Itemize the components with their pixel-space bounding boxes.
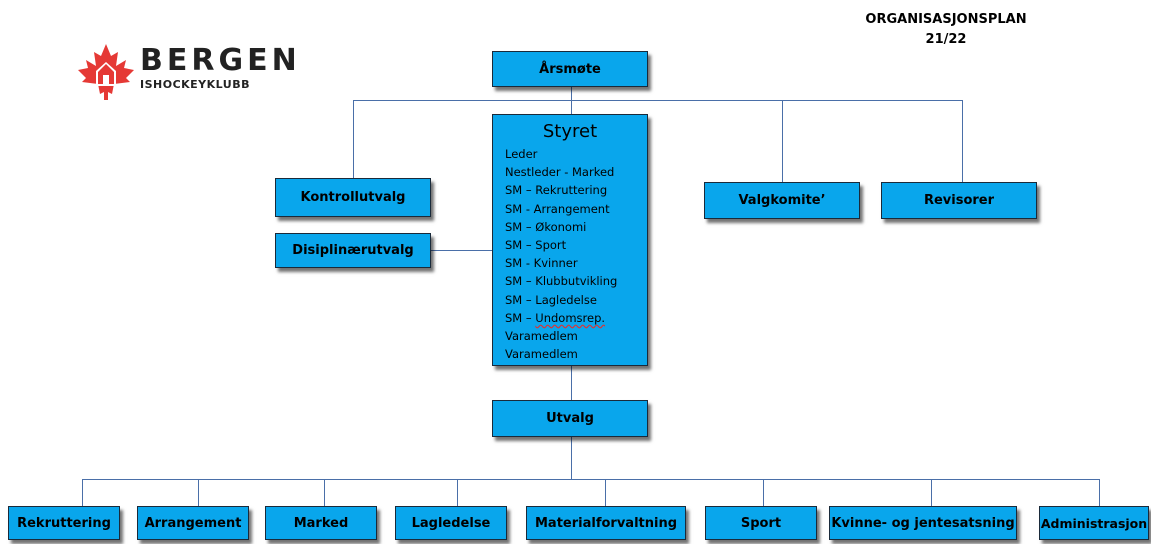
styret-member: SM – Klubbutvikling bbox=[505, 274, 618, 289]
connector-line bbox=[931, 479, 932, 506]
styret-member-prefix: SM – bbox=[505, 310, 536, 325]
disiplinaerutvalg-box: Disiplinærutvalg bbox=[275, 233, 431, 268]
connector-line bbox=[782, 100, 783, 182]
styret-member: SM – Lagledelse bbox=[505, 292, 597, 307]
valgkomite-box: Valgkomite’ bbox=[704, 182, 860, 219]
kontrollutvalg-box: Kontrollutvalg bbox=[275, 178, 431, 217]
club-logo bbox=[76, 42, 296, 102]
utvalg-item-administrasjon: Administrasjon bbox=[1039, 506, 1149, 540]
plan-season: 21/22 bbox=[925, 32, 967, 47]
connector-line bbox=[605, 479, 606, 506]
logo-subtitle: ISHOCKEYKLUBB bbox=[140, 78, 250, 91]
styret-member: SM – Økonomi bbox=[505, 219, 587, 234]
connector-line bbox=[571, 366, 572, 400]
utvalg-item-arrangement: Arrangement bbox=[137, 506, 249, 540]
utvalg-item-lagledelse: Lagledelse bbox=[395, 506, 507, 540]
styret-member: Nestleder - Marked bbox=[505, 165, 615, 180]
connector-line bbox=[1099, 479, 1100, 506]
connector-line bbox=[763, 479, 764, 506]
maple-leaf-icon bbox=[78, 44, 134, 100]
utvalg-box: Utvalg bbox=[492, 400, 648, 437]
arsmote-box: Årsmøte bbox=[492, 51, 648, 87]
styret-member-undomsrep: Undomsrep. bbox=[535, 310, 606, 325]
styret-member: SM – Undomsrep. bbox=[505, 309, 647, 327]
connector-line bbox=[353, 100, 963, 101]
connector-line bbox=[430, 250, 492, 251]
plan-title-text: ORGANISASJONSPLAN bbox=[865, 12, 1027, 27]
styret-box: Styret Leder Nestleder - Marked SM – Rek… bbox=[492, 114, 648, 366]
utvalg-item-sport: Sport bbox=[705, 506, 817, 540]
utvalg-item-rekruttering: Rekruttering bbox=[8, 506, 120, 540]
connector-line bbox=[571, 437, 572, 479]
styret-member: Varamedlem bbox=[505, 347, 578, 362]
connector-line bbox=[82, 479, 83, 506]
styret-member: Leder bbox=[505, 147, 538, 161]
styret-member: SM - Kvinner bbox=[505, 256, 578, 271]
styret-member-list: Leder Nestleder - Marked SM – Rekrutteri… bbox=[493, 145, 647, 363]
styret-member: SM – Sport bbox=[505, 238, 567, 253]
connector-line bbox=[962, 100, 963, 182]
styret-member: Varamedlem bbox=[505, 329, 578, 344]
styret-member: SM - Arrangement bbox=[505, 201, 610, 216]
utvalg-item-marked: Marked bbox=[265, 506, 377, 540]
utvalg-item-kvinne-og-jentesatsning: Kvinne- og jentesatsning bbox=[829, 506, 1017, 540]
logo-name: BERGEN bbox=[140, 43, 301, 78]
styret-title: Styret bbox=[542, 121, 598, 142]
connector-line bbox=[353, 100, 354, 178]
utvalg-item-materialforvaltning: Materialforvaltning bbox=[526, 506, 686, 540]
connector-line bbox=[324, 479, 325, 506]
revisorer-box: Revisorer bbox=[881, 182, 1037, 219]
styret-member: SM – Rekruttering bbox=[505, 183, 608, 198]
connector-line bbox=[457, 479, 458, 506]
connector-line bbox=[82, 479, 1100, 480]
plan-title: ORGANISASJONSPLAN 21/22 bbox=[846, 10, 1046, 50]
connector-line bbox=[198, 479, 199, 506]
